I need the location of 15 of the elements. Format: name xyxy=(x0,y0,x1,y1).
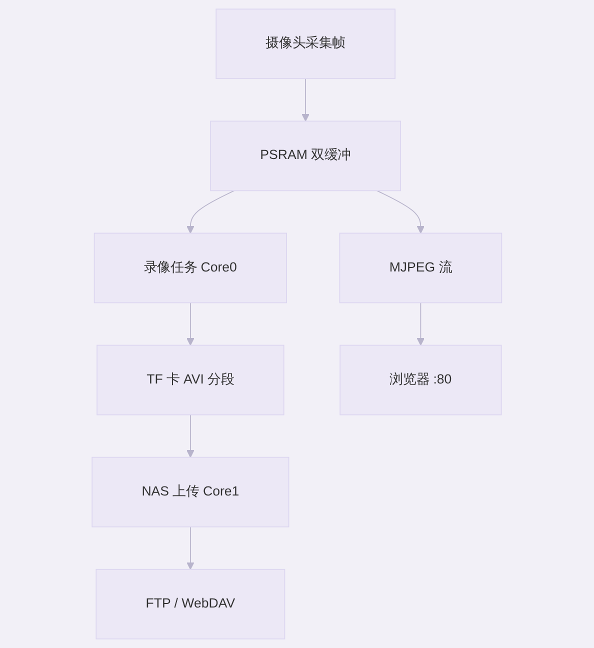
node-box: 浏览器 :80 xyxy=(340,344,502,416)
node-box: NAS 上传 Core1 xyxy=(92,456,290,528)
node-box: MJPEG 流 xyxy=(339,232,502,304)
node-box: 录像任务 Core0 xyxy=(94,232,288,304)
arrow xyxy=(186,302,194,346)
arrow xyxy=(416,302,425,346)
arrow xyxy=(186,526,194,570)
node-box: TF 卡 AVI 分段 xyxy=(96,344,284,416)
arrow xyxy=(302,78,310,122)
node-box: FTP / WebDAV xyxy=(96,568,286,640)
node-box: PSRAM 双缓冲 xyxy=(210,120,402,192)
arrow xyxy=(186,414,194,458)
node-box: 摄像头采集帧 xyxy=(216,8,396,80)
arrow xyxy=(186,190,235,234)
arrow xyxy=(376,190,425,234)
